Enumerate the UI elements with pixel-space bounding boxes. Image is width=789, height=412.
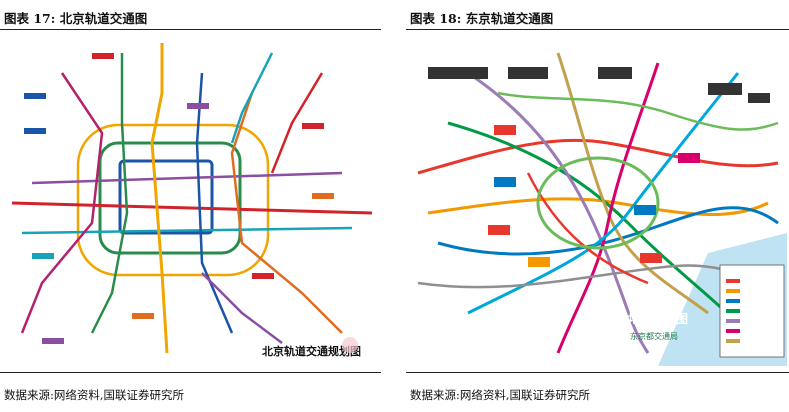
divider: [0, 372, 381, 373]
beijing-map-image: 北京轨道交通规划图: [2, 33, 379, 366]
figure-title: 图表 18: 东京轨道交通图: [410, 11, 554, 26]
tokyo-rail-map: 地铁路线图 东京都交通局: [408, 33, 787, 366]
figure-title: 图表 17: 北京轨道交通图: [4, 11, 148, 26]
figure-source: 数据来源:网络资料,国联证券研究所: [410, 388, 591, 402]
map-sublabel: 东京都交通局: [630, 331, 678, 341]
tokyo-map-image: 地铁路线图 东京都交通局: [408, 33, 787, 366]
figure-source: 数据来源:网络资料,国联证券研究所: [4, 388, 185, 402]
map-label: 地铁路线图: [628, 311, 688, 326]
divider: [406, 372, 789, 373]
divider: [406, 29, 789, 30]
divider: [0, 29, 381, 30]
map-label: 北京轨道交通规划图: [262, 344, 361, 358]
beijing-rail-map: 北京轨道交通规划图: [2, 33, 379, 366]
